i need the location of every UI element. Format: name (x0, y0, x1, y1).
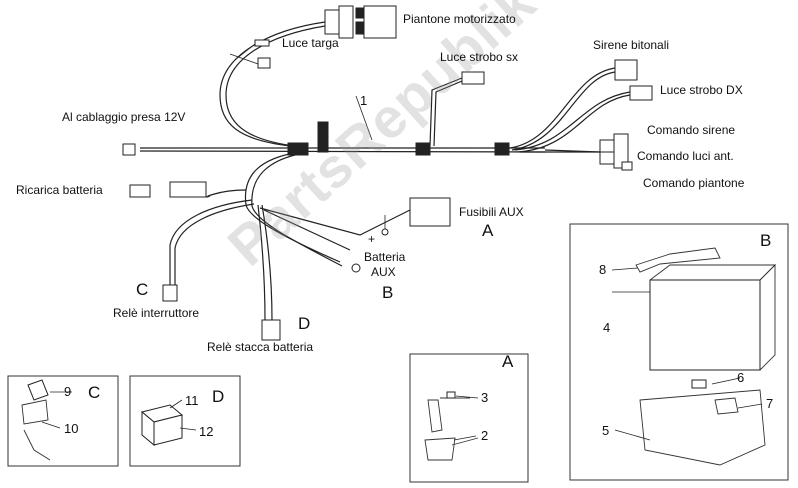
letter-b: B (382, 283, 394, 302)
callout-1: 1 (360, 93, 368, 108)
label-comando-sirene: Comando sirene (647, 123, 736, 137)
callout-3: 3 (481, 390, 489, 405)
label-luce-strobo-dx: Luce strobo DX (660, 83, 743, 97)
label-aux: AUX (371, 265, 396, 279)
main-harness-trunk (122, 121, 601, 156)
label-plus: + (368, 232, 376, 246)
letter-d: D (298, 314, 311, 333)
detail-box-c (7, 375, 119, 467)
detail-c-letter: C (88, 383, 101, 402)
callout-7: 7 (766, 396, 774, 411)
detail-box-d (129, 375, 241, 467)
label-luce-targa: Luce targa (282, 36, 339, 50)
label-comando-piantone: Comando piantone (643, 176, 745, 190)
detail-box-a (409, 353, 529, 483)
detail-a-letter: A (502, 352, 514, 371)
label-rele-stacca: Relè stacca batteria (207, 340, 314, 354)
label-batteria: Batteria (364, 250, 406, 264)
branch-piantone (219, 5, 397, 147)
branch-right (509, 59, 653, 171)
detail-box-b (569, 223, 789, 481)
label-comando-luci: Comando luci ant. (637, 149, 734, 163)
callout-4: 4 (603, 320, 611, 335)
label-ricarica: Ricarica batteria (16, 183, 103, 197)
detail-b-letter: B (760, 231, 772, 250)
label-sirene: Sirene bitonali (593, 38, 670, 52)
label-rele-interruttore: Relè interruttore (113, 306, 200, 320)
label-al-cablaggio: Al cablaggio presa 12V (62, 110, 186, 124)
callout-10: 10 (64, 421, 79, 436)
callout-12: 12 (199, 424, 214, 439)
branch-lower (129, 151, 451, 341)
detail-d-letter: D (212, 387, 225, 406)
letter-a: A (482, 221, 494, 240)
label-luce-strobo-sx: Luce strobo sx (440, 50, 519, 64)
callout-11: 11 (185, 393, 199, 408)
letter-c: C (136, 280, 149, 299)
callout-5: 5 (602, 423, 610, 438)
callout-6: 6 (737, 370, 745, 385)
leader-lines (41, 95, 763, 441)
branch-strobo-sx (429, 71, 485, 147)
label-piantone: Piantone motorizzato (403, 12, 516, 26)
label-fusibili: Fusibili AUX (459, 205, 524, 219)
callout-2: 2 (481, 428, 489, 443)
callout-9: 9 (64, 384, 72, 399)
callout-8: 8 (599, 262, 607, 277)
